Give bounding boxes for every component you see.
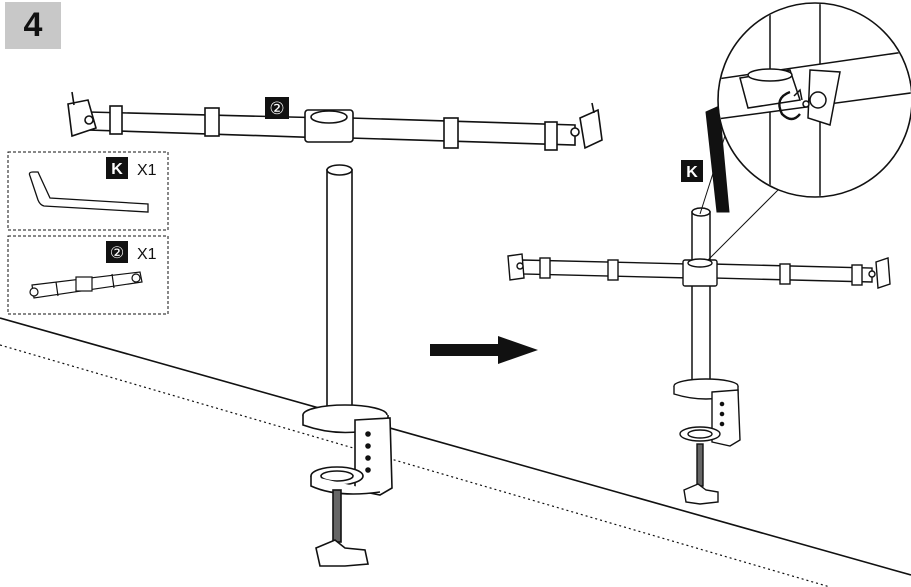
direction-arrow: [430, 336, 538, 364]
desk-clamp-right: [673, 378, 741, 505]
step-number: 4: [23, 6, 43, 44]
crossbar-left: [67, 91, 603, 151]
desk-clamp-left: [302, 404, 393, 567]
svg-text:K: K: [686, 164, 698, 181]
desk-edge: [0, 317, 911, 587]
svg-text:K: K: [111, 161, 123, 178]
svg-text:②: ②: [110, 245, 124, 262]
zoom-detail-circle: [717, 2, 911, 198]
svg-text:X1: X1: [137, 162, 157, 179]
crossbar-right: [507, 253, 891, 289]
hex-key-badge-right: K: [681, 160, 703, 182]
svg-text:②: ②: [269, 99, 284, 118]
pole-right: [691, 207, 711, 385]
part-2-badge-left: ②: [265, 97, 289, 119]
parts-panel-crossbar: ② X1: [7, 235, 169, 315]
pole-left: [326, 164, 353, 417]
step-number-box: 4: [5, 2, 61, 49]
parts-panel-hex-key: K X1: [7, 151, 169, 231]
svg-text:X1: X1: [137, 246, 157, 263]
